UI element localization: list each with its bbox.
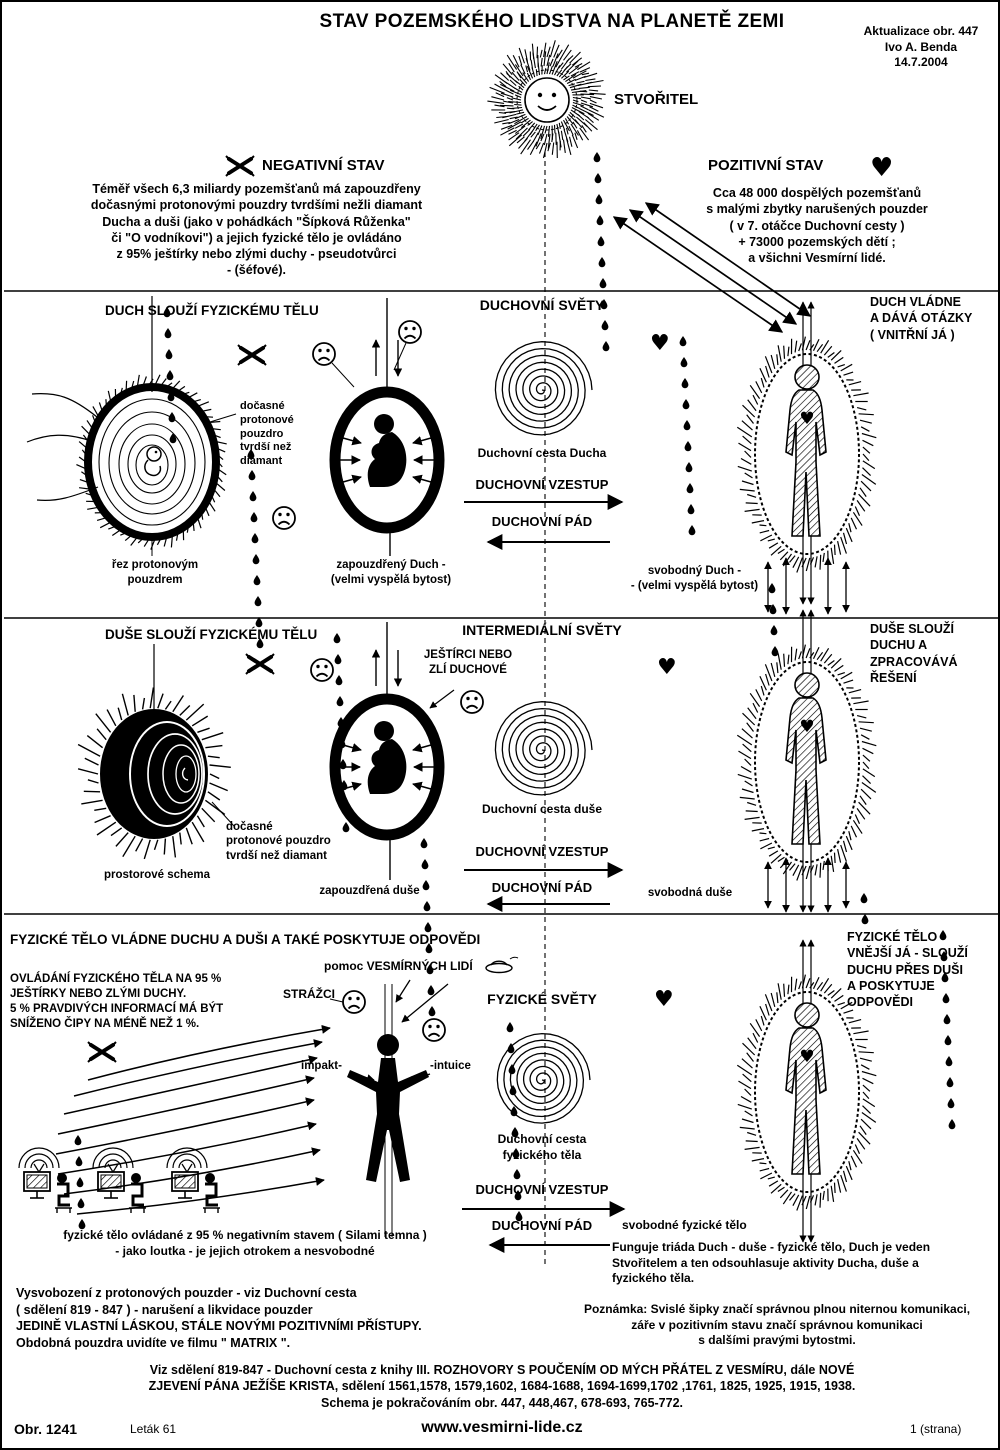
row3-slave-text: fyzické tělo ovládané z 95 % negativním … bbox=[63, 1228, 427, 1258]
row1-mid-title: DUCHOVNÍ SVĚTY bbox=[479, 297, 605, 313]
row1-spiral-label: Duchovní cesta Ducha bbox=[477, 446, 607, 460]
creator-sun bbox=[487, 40, 606, 159]
row3-guards-label: STRÁŽCI bbox=[283, 987, 335, 1001]
sad-face-icon bbox=[312, 342, 336, 366]
row2-free-label: svobodná duše bbox=[647, 887, 733, 899]
row1-fall-label: DUCHOVNÍ PÁD bbox=[491, 514, 593, 529]
negative-icon-row1 bbox=[236, 343, 268, 367]
row1-left-title: DUCH SLOUŽÍ FYZICKÉMU TĚLU bbox=[105, 303, 319, 318]
spiritual-path-spiral-row2 bbox=[494, 701, 593, 796]
row2-spatial-label: prostorové schema bbox=[103, 869, 211, 881]
positive-state-heading: POZITIVNÍ STAV bbox=[708, 157, 824, 174]
row3-right-title: FYZICKÉ TĚLO - VNĚJŠÍ JÁ - SLOUŽÍ DUCHU … bbox=[847, 930, 968, 1009]
negative-icon-row3 bbox=[86, 1040, 118, 1064]
proton-capsule-cross-section bbox=[26, 296, 237, 556]
negative-icon-row2 bbox=[244, 652, 276, 676]
guard-pointer bbox=[329, 998, 344, 1003]
row2-ascent-label: DUCHOVNÍ VZESTUP bbox=[475, 844, 609, 859]
note-text: Poznámka: Svislé šipky značí správnou pl… bbox=[583, 1302, 971, 1348]
row3-mid-title: FYZICKÉ SVĚTY bbox=[487, 991, 597, 1007]
website-label: www.vesmirni-lide.cz bbox=[421, 1419, 583, 1436]
sad-face-icon bbox=[310, 658, 334, 682]
page-title: STAV POZEMSKÉHO LIDSTVA NA PLANETĚ ZEMI bbox=[319, 11, 785, 32]
capsule-top-arrows-row1 bbox=[371, 298, 403, 556]
figure-number: Obr. 1241 bbox=[14, 1421, 78, 1437]
heart-icon: ♥ bbox=[870, 153, 893, 183]
negative-state-icon bbox=[224, 154, 256, 178]
row1-right-title: DUCH VLÁDNE A DÁVÁ OTÁZKY ( VNITŘNÍ JÁ ) bbox=[870, 295, 973, 342]
sad-face-icon bbox=[272, 506, 296, 530]
dark-forces-waves bbox=[55, 1024, 331, 1215]
face-pointers-row1 bbox=[331, 342, 407, 388]
row2-capsule-label: zapouzdřená duše bbox=[319, 885, 420, 897]
aura-row3 bbox=[736, 974, 877, 1211]
row3-control-text: OVLÁDÁNÍ FYZICKÉHO TĚLA NA 95 % JEŠTÍRKY… bbox=[10, 973, 224, 1030]
row1-shell-label: dočasné protonové pouzdro tvrdší než dia… bbox=[240, 400, 294, 467]
heart-icons: ♥ ♥ ♥ ♥ bbox=[650, 153, 893, 1012]
row3-free-label: svobodné fyzické tělo bbox=[622, 1218, 747, 1232]
aura-row2 bbox=[736, 644, 877, 881]
row2-lizards-label: JEŠTÍRCI NEBO ZLÍ DUCHOVÉ bbox=[423, 649, 513, 676]
creator-communication-arrows bbox=[612, 202, 812, 333]
spiritual-path-spiral-row1 bbox=[494, 341, 593, 436]
row3-left-title: FYZICKÉ TĚLO VLÁDNE DUCHU A DUŠI A TAKÉ … bbox=[10, 932, 481, 947]
encapsulated-soul-capsule bbox=[335, 699, 439, 835]
row2-mid-title: INTERMEDIÁLNÍ SVĚTY bbox=[462, 622, 622, 638]
heart-icon: ♥ bbox=[654, 987, 674, 1012]
references-text: Viz sdělení 819-847 - Duchovní cesta z k… bbox=[148, 1363, 856, 1410]
row3-fall-label: DUCHOVNÍ PÁD bbox=[491, 1218, 593, 1233]
tv-viewer bbox=[91, 1146, 148, 1215]
row3-ascent-label: DUCHOVNÍ VZESTUP bbox=[475, 1182, 609, 1197]
row3-impact-label: impakt- bbox=[301, 1060, 342, 1072]
update-block: Aktualizace obr. 447 Ivo A. Benda 14.7.2… bbox=[863, 24, 979, 70]
interlevel-arrows-1 bbox=[764, 557, 850, 615]
liberation-text: Vysvobození z protonových pouzder - viz … bbox=[16, 1286, 422, 1350]
negative-state-body: Téměř všech 6,3 miliardy pozemšťanů má z… bbox=[90, 182, 423, 278]
sad-face-icon bbox=[398, 320, 422, 344]
row1-capsule-label: zapouzdřený Duch - (velmi vyspělá bytost… bbox=[330, 559, 452, 586]
encapsulated-spirit-capsule bbox=[335, 392, 439, 528]
sad-face-icon bbox=[342, 990, 366, 1014]
spiritual-path-spiral-row3 bbox=[496, 1032, 591, 1124]
creator-smile bbox=[537, 105, 557, 111]
row1-cross-section-label: řez protonovým pouzdrem bbox=[111, 559, 199, 586]
positive-state-body: Cca 48 000 dospělých pozemšťanů s malými… bbox=[706, 186, 928, 265]
row2-left-title: DUŠE SLOUŽÍ FYZICKÉMU TĚLU bbox=[105, 627, 318, 642]
lizard-pointer bbox=[429, 689, 455, 709]
tv-viewer bbox=[17, 1146, 74, 1215]
heart-icon: ♥ bbox=[657, 655, 677, 680]
capsule-top-arrows-row2 bbox=[371, 622, 403, 880]
row2-shell-label: dočasné protonové pouzdro tvrdší než dia… bbox=[226, 821, 331, 862]
proton-shell-3d bbox=[77, 644, 235, 860]
ufo-icon bbox=[485, 956, 519, 974]
interlevel-arrows-2 bbox=[764, 857, 850, 913]
row3-triad-text: Funguje triáda Duch - duše - fyzické těl… bbox=[612, 1240, 931, 1286]
row2-right-title: DUŠE SLOUŽÍ DUCHU A ZPRACOVÁVÁ ŘEŠENÍ bbox=[870, 622, 958, 685]
sad-face-icon bbox=[422, 1018, 446, 1042]
controlled-body-figure bbox=[347, 984, 429, 1237]
creator-label: STVOŘITEL bbox=[614, 91, 699, 108]
row3-help-label: pomoc VESMÍRNÝCH LIDÍ bbox=[324, 959, 473, 973]
row2-fall-label: DUCHOVNÍ PÁD bbox=[491, 880, 593, 895]
ascent-fall-arrows bbox=[462, 494, 626, 1253]
aura-row1 bbox=[736, 336, 877, 573]
row2-spiral-label: Duchovní cesta duše bbox=[481, 802, 603, 816]
row3-intuition-label: -intuice bbox=[430, 1060, 471, 1072]
divider-lines bbox=[4, 152, 998, 1268]
row1-ascent-label: DUCHOVNÍ VZESTUP bbox=[475, 477, 609, 492]
impact-intuition-arrows bbox=[353, 1073, 431, 1084]
negative-state-heading: NEGATIVNÍ STAV bbox=[262, 157, 385, 174]
heart-icon: ♥ bbox=[650, 331, 670, 356]
help-arrows bbox=[395, 979, 449, 1023]
sad-face-icon bbox=[460, 690, 484, 714]
leaflet-number: Leták 61 bbox=[130, 1422, 177, 1436]
page-number: 1 (strana) bbox=[910, 1422, 962, 1436]
row1-free-label: svobodný Duch - - (velmi vyspělá bytost) bbox=[630, 565, 759, 592]
row3-spiral-label: Duchovní cesta fyzického těla bbox=[497, 1132, 587, 1162]
